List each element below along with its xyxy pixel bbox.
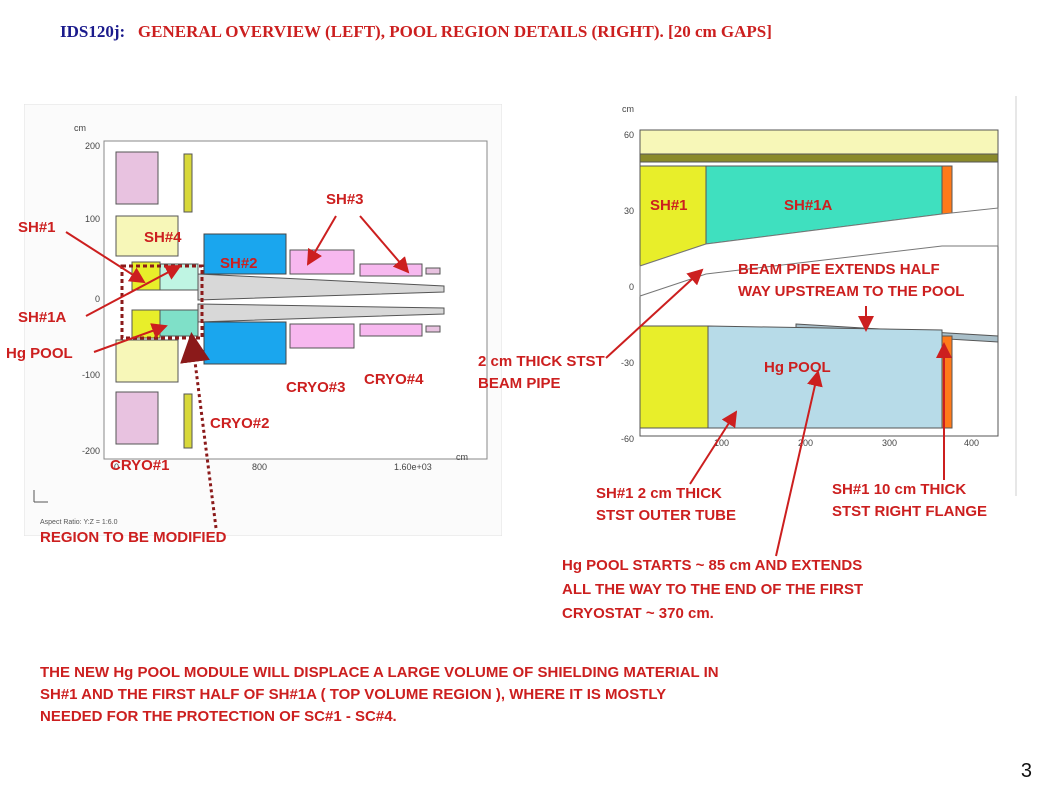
sh4-inner-lower [115,339,179,383]
coil-lower [183,393,193,449]
right-detail-plot: cm 60 30 0 -30 -60 100 200 300 400 cm [596,96,1020,526]
right-ytick: -60 [621,434,634,444]
left-xtick: 1.60e+03 [394,462,432,472]
outer-band-top [639,129,999,155]
left-label-cryo4: CRYO#4 [364,371,424,388]
left-ytick: 100 [85,214,100,224]
left-label-sh3: SH#3 [326,191,364,208]
footer-line-1: THE NEW Hg POOL MODULE WILL DISPLACE A L… [40,664,719,681]
sh4-lower-block [115,391,159,445]
left-label-sh4: SH#4 [144,229,182,246]
left-aspect-ratio: Aspect Ratio: Y:Z = 1:6.0 [40,519,118,526]
end-plate-lower [425,325,441,333]
sh3-lower [289,323,355,349]
sh2-lower [203,321,287,365]
footer-line-3: NEEDED FOR THE PROTECTION OF SC#1 - SC#4… [40,708,397,725]
footer-line-2: SH#1 AND THE FIRST HALF OF SH#1A ( TOP V… [40,686,667,703]
flange-line1: SH#1 10 cm THICK [832,481,967,498]
pool-note-line3: CRYOSTAT ~ 370 cm. [562,605,714,622]
title-text: GENERAL OVERVIEW (LEFT), POOL REGION DET… [137,22,772,41]
left-label-sh1: SH#1 [18,219,56,236]
beam-pipe-note-line1: BEAM PIPE EXTENDS HALF [738,261,940,278]
footer-note: THE NEW Hg POOL MODULE WILL DISPLACE A L… [40,662,1000,728]
arrow-region-to-be-modified [180,332,218,529]
outer-tube-line1: SH#1 2 cm THICK [596,485,722,502]
stst-pipe-line1: 2 cm THICK STST [478,353,605,370]
title-prefix: IDS120j: [60,22,126,41]
flange-line2: STST RIGHT FLANGE [832,503,987,520]
right-ytick: 60 [624,130,634,140]
pool-note-line2: ALL THE WAY TO THE END OF THE FIRST [562,581,864,598]
right-label-sh1a: SH#1A [784,197,833,214]
coil-upper [183,153,193,213]
left-label-cryo2: CRYO#2 [210,415,270,432]
sh3-lower-b [359,323,423,337]
left-overview-plot: cm 200 100 0 -100 -200 0 800 1.60e+03 cm… [24,104,502,536]
arrow-sh3-b [359,215,410,274]
beam-pipe-note-line2: WAY UPSTREAM TO THE POOL [738,283,965,300]
sh2-upper [203,233,287,275]
page-number: 3 [1020,760,1032,782]
stst-pipe-line2: BEAM PIPE [478,375,561,392]
left-axes-glyph [33,490,48,503]
right-axis-unit-top: cm [622,104,634,114]
right-ytick: 0 [629,282,634,292]
pool-note-line1: Hg POOL STARTS ~ 85 cm AND EXTENDS [562,557,863,574]
left-label-region: REGION TO BE MODIFIED [40,529,227,546]
beam-bore-upper [197,273,445,301]
right-xtick: 100 [714,438,729,448]
left-label-sh1a: SH#1A [18,309,67,326]
arrow-hg-pool-left [93,323,168,353]
arrow-sh1 [65,231,146,284]
flange-bottom [941,335,953,429]
outer-tube-line2: STST OUTER TUBE [596,507,737,524]
left-ytick: 0 [95,294,100,304]
beam-gap [639,207,999,297]
arrow-pool-start [775,370,823,557]
beam-bore-lower [197,303,445,323]
right-xtick: 300 [882,438,897,448]
left-ytick: -100 [82,370,100,380]
right-xtick: 400 [964,438,979,448]
end-plate-upper [425,267,441,275]
right-ytick: 30 [624,206,634,216]
left-xtick: 0 [114,462,119,472]
sh1-lower-region [639,325,709,429]
page-title: IDS120j: GENERAL OVERVIEW (LEFT), POOL R… [60,22,772,42]
right-ytick: -30 [621,358,634,368]
left-xtick: 800 [252,462,267,472]
left-label-cryo3: CRYO#3 [286,379,346,396]
left-label-cryo1: CRYO#1 [110,457,170,474]
left-ytick: -200 [82,446,100,456]
sh4-upper-block [115,151,159,205]
arrow-outer-tube [689,410,738,485]
left-plot-area [103,140,488,460]
outer-tube-top [639,153,999,163]
sh3-upper [289,249,355,275]
left-axis-unit-top: cm [74,123,86,133]
left-label-sh2: SH#2 [220,255,258,272]
left-label-hg-pool: Hg POOL [6,345,73,362]
right-xtick: 200 [798,438,813,448]
arrow-stst-pipe [605,268,704,359]
left-x-unit: cm [456,452,468,462]
right-label-sh1: SH#1 [650,197,688,214]
arrow-sh3-a [306,215,337,266]
arrow-sh1a [85,265,182,317]
left-ytick: 200 [85,141,100,151]
sh4-inner-upper [115,215,179,257]
